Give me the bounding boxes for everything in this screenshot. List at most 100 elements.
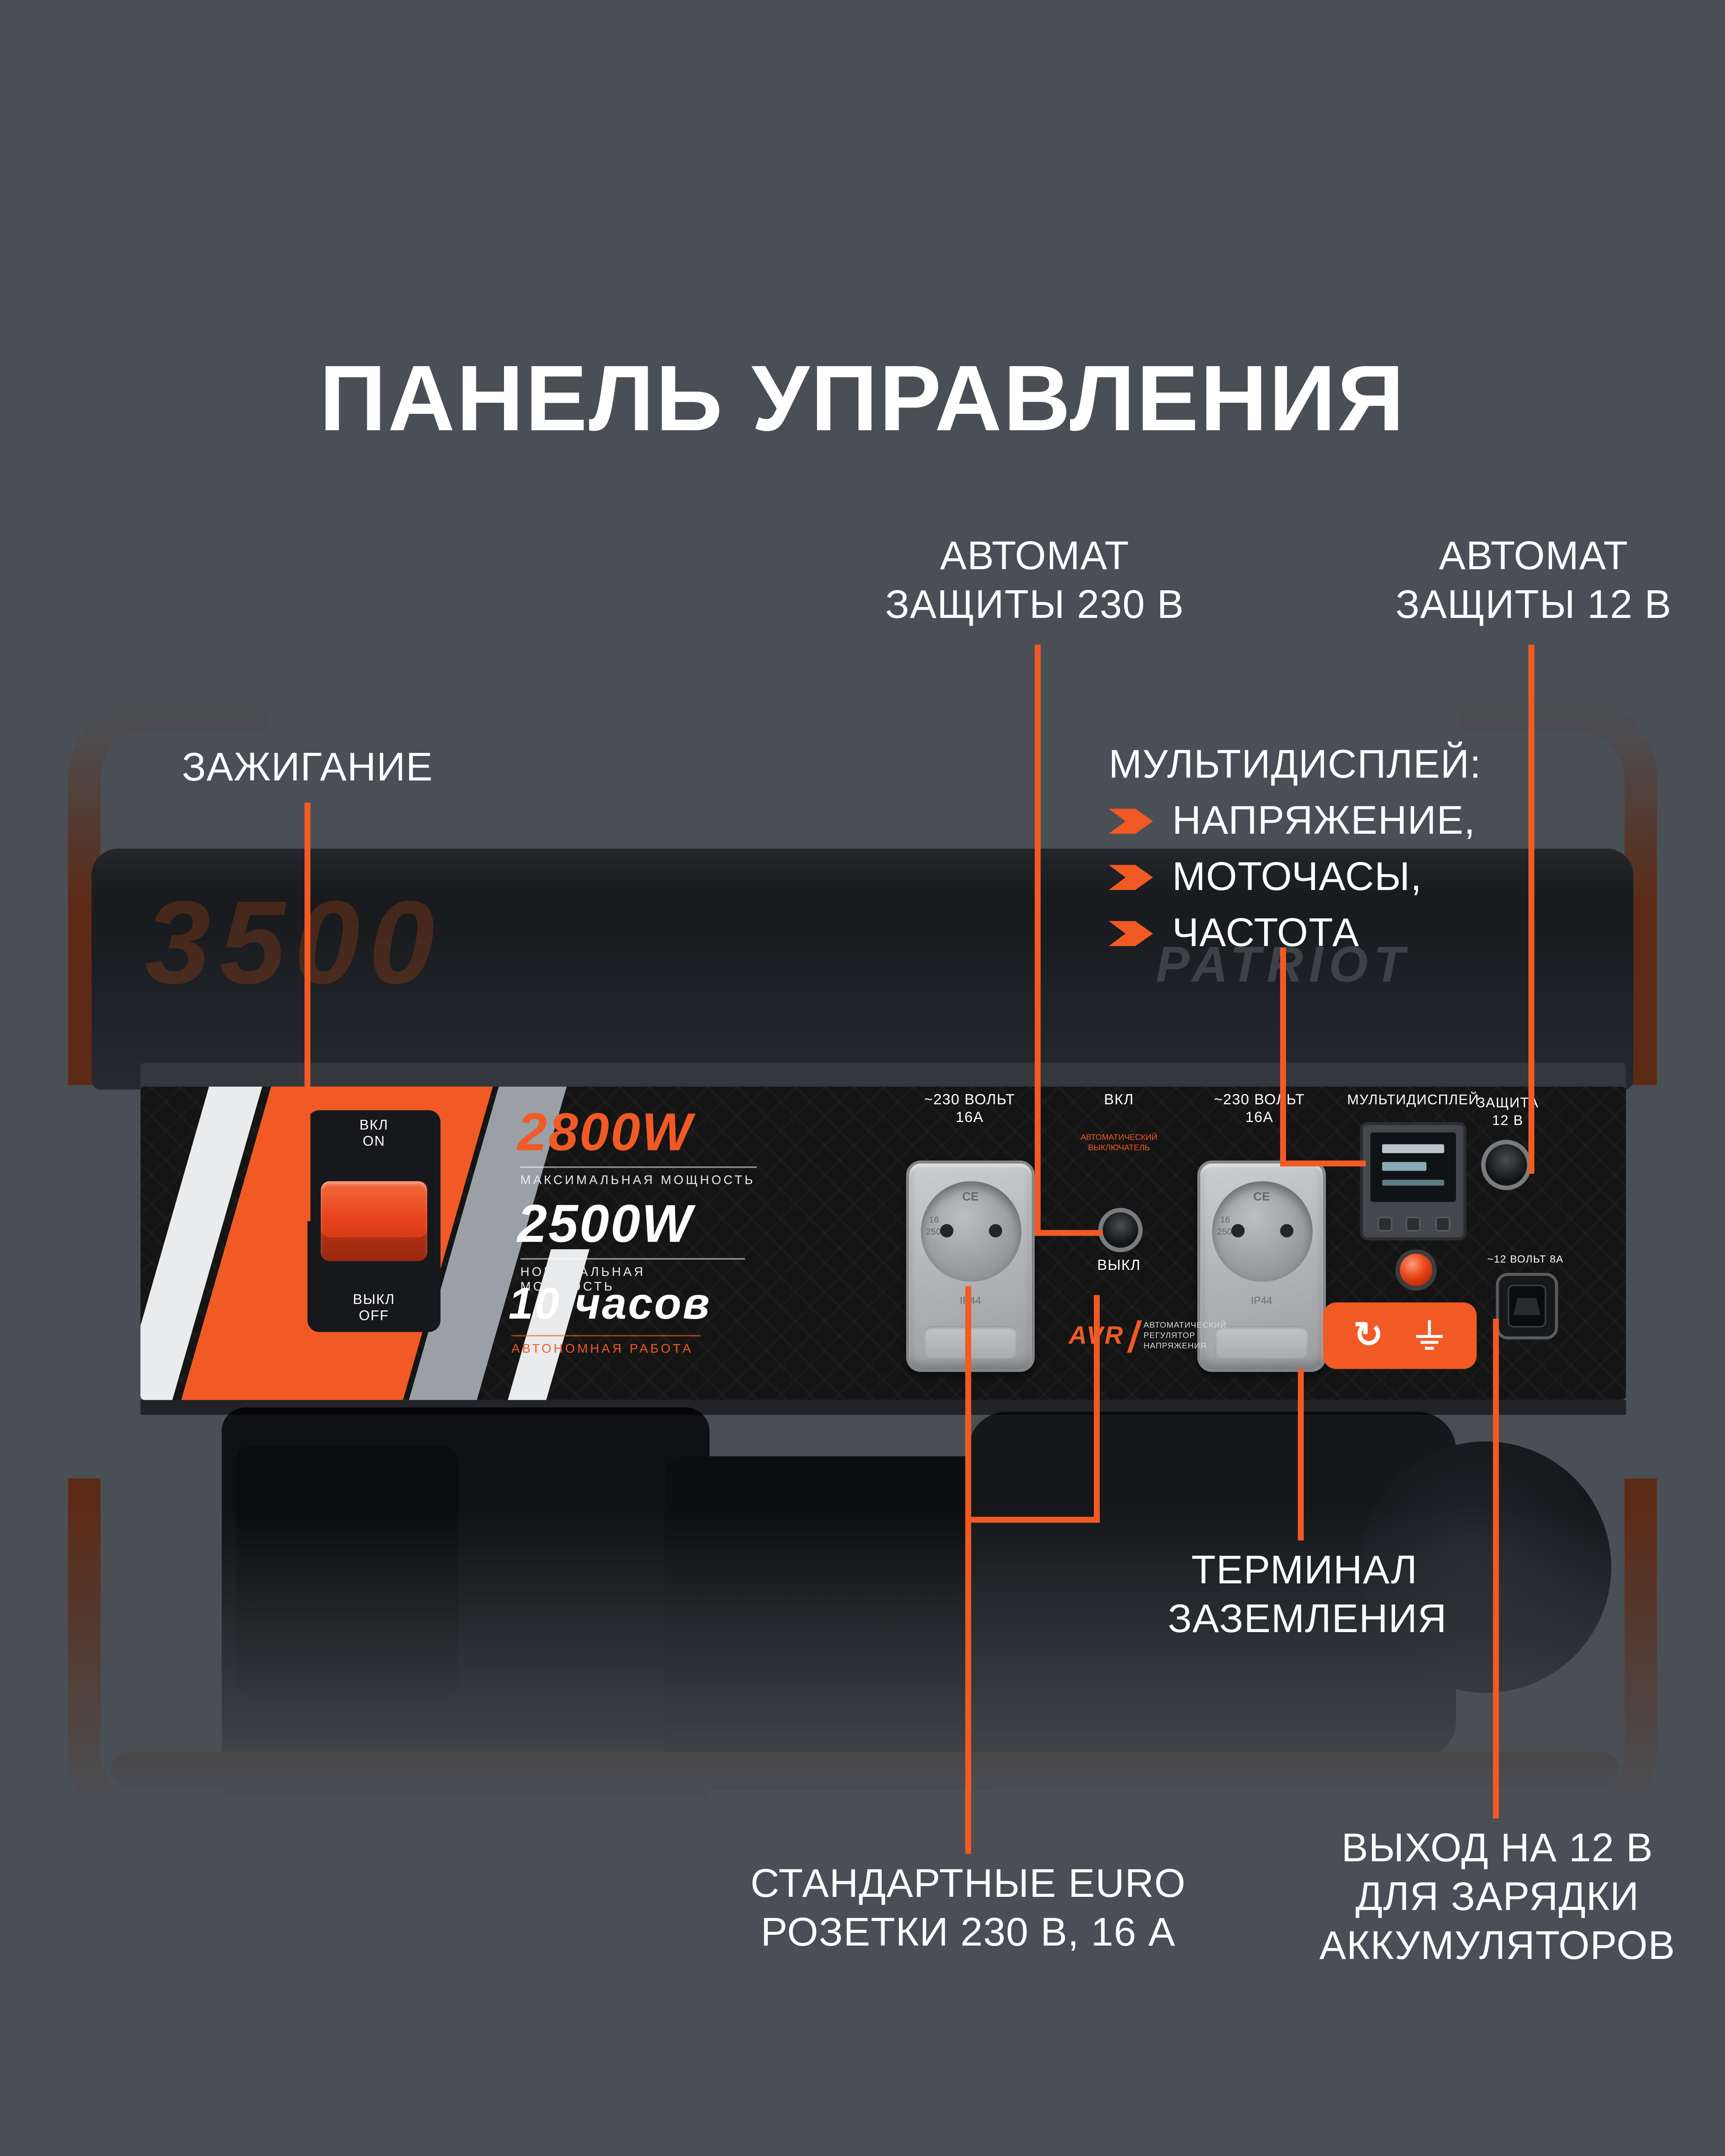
callout-line-dc-output [1493,1319,1499,1819]
rated-power-value: 2500W [517,1193,694,1254]
avr-line1: АВТОМАТИЧЕСКИЙ [1143,1321,1227,1330]
callout-line-multidisplay [1280,947,1286,1167]
runtime-label: АВТОНОМНАЯ РАБОТА [511,1335,701,1356]
display-readout [1370,1132,1456,1202]
ground-symbol-bar3 [1425,1346,1434,1349]
callout-dc-line1: ВЫХОД НА 12 В [1341,1826,1653,1871]
ground-symbol-bar2 [1421,1340,1439,1343]
callout-breaker230-line2: ЗАЩИТЫ 230 В [885,582,1184,627]
ignition-on-en: ON [363,1134,385,1150]
callout-ground-line1: ТЕРМИНАЛ [1191,1548,1418,1592]
callout-line-sockets-right [1094,1295,1100,1523]
socket-amp-mark: 16 [929,1216,939,1226]
ground-symbol-icon [1414,1319,1446,1352]
callout-line-breaker230 [1034,644,1041,1236]
avr-description: АВТОМАТИЧЕСКИЙ РЕГУЛЯТОР НАПРЯЖЕНИЯ [1143,1321,1226,1352]
ce-mark: CE [1253,1190,1270,1203]
rotation-arrow-icon: ↻ [1353,1315,1384,1355]
max-power-value: 2800W [517,1101,694,1162]
socket-amp-mark: 16 [1220,1216,1230,1226]
ignition-on-ru: ВКЛ [359,1117,388,1134]
indicator-lamp [1395,1249,1437,1291]
ignition-on-label: ВКЛ ON [307,1118,441,1150]
breaker230-on-label: ВКЛ [1104,1092,1134,1109]
callout-ground-line2: ЗАЗЕМЛЕНИЯ [1168,1596,1447,1641]
ignition-rocker-switch [320,1181,427,1261]
breaker230-auto-line2: ВЫКЛЮЧАТЕЛЬ [1088,1144,1150,1153]
callout-line-sockets [965,1286,971,1854]
socket2-volt-label: ~230 ВОЛЬТ [1214,1092,1305,1109]
breaker12-button [1481,1140,1531,1190]
ignition-off-label: ВЫКЛ OFF [307,1292,441,1325]
protection12-line2: 12 В [1492,1113,1524,1130]
socket-base [1215,1326,1309,1359]
callout-multidisplay-row: ЧАСТОТА [1108,909,1537,958]
callout-multidisplay-row: НАПРЯЖЕНИЕ, [1108,797,1537,846]
breaker230-off-label: ВЫКЛ [1097,1258,1141,1275]
ignition-off-en: OFF [359,1308,389,1325]
breaker230-auto-label: АВТОМАТИЧЕСКИЙ ВЫКЛЮЧАТЕЛЬ [1045,1134,1193,1155]
callout-breaker230-line1: АВТОМАТ [940,533,1130,578]
callout-line-sockets-joint [965,1517,1100,1523]
callout-multidisplay-item: НАПРЯЖЕНИЕ, [1172,798,1476,843]
socket1-label: ~230 ВОЛЬТ 16А [829,1093,1110,1128]
max-power-label: МАКСИМАЛЬНАЯ МОЩНОСТЬ [520,1166,757,1187]
runtime-value: 10 часов [508,1280,711,1329]
ground-terminal-box: ↻ [1323,1302,1477,1369]
display-segment [1382,1179,1444,1186]
callout-line-multidisplay-foot [1280,1160,1366,1167]
callout-multidisplay-item: МОТОЧАСЫ, [1172,854,1422,899]
dc12-label: ~12 ВОЛЬТ 8А [1487,1255,1564,1266]
protection12-line1: ЗАЩИТА [1476,1095,1539,1112]
ignition-off-ru: ВЫКЛ [353,1292,395,1309]
avr-line2: РЕГУЛЯТОР [1143,1331,1196,1340]
socket-ip-rating: IP44 [1251,1296,1272,1307]
control-panel: ВКЛ ON ВЫКЛ OFF 2800W МАКСИМАЛЬНАЯ МОЩНО… [140,1086,1626,1400]
socket-hole-left [939,1224,953,1238]
socket-hole-right [1279,1224,1293,1238]
socket2-label: ~230 ВОЛЬТ 16А [1119,1093,1399,1128]
top-fade-overlay [0,665,1725,902]
arrow-bullet-icon [1108,808,1153,834]
ground-symbol-bar1 [1416,1334,1443,1338]
ground-symbol-stem [1428,1319,1432,1335]
avr-slash-icon [1126,1320,1142,1353]
ce-mark: CE [962,1190,979,1203]
callout-sockets-line1: СТАНДАРТНЫЕ EURO [750,1861,1186,1906]
callout-dc-output: ВЫХОД НА 12 В ДЛЯ ЗАРЯДКИ АККУМУЛЯТОРОВ [1298,1824,1697,1971]
socket-hole-left [1230,1224,1244,1238]
callout-sockets-line2: РОЗЕТКИ 230 В, 16 А [761,1910,1176,1955]
callout-multidisplay-title: МУЛЬТИДИСПЛЕЙ: [1108,742,1482,787]
callout-breaker12-line2: ЗАЩИТЫ 12 В [1395,582,1672,627]
callout-multidisplay: МУЛЬТИДИСПЛЕЙ: НАПРЯЖЕНИЕ, МОТОЧАСЫ, ЧАС… [1108,739,1537,958]
callout-ground-terminal: ТЕРМИНАЛ ЗАЗЕМЛЕНИЯ [1168,1546,1446,1644]
socket1-volt-label: ~230 ВОЛЬТ [924,1092,1015,1109]
panel-shadow [140,1400,1626,1415]
callout-line-breaker230-foot [1034,1230,1103,1236]
multidisplay-screen [1360,1122,1467,1241]
dc12-socket-slot [1513,1297,1540,1315]
display-segment [1382,1162,1427,1171]
callout-multidisplay-row: МОТОЧАСЫ, [1108,853,1537,902]
euro-socket-230v-right: CE 16 250 IP44 [1197,1160,1326,1372]
bottom-fade-overlay [0,1508,1725,1841]
display-segment [1382,1144,1444,1153]
display-buttons [1363,1216,1463,1232]
display-button [1377,1216,1392,1232]
socket-volt-mark: 250 [1217,1228,1232,1238]
rated-power-label: НОМИНАЛЬНАЯ МОЩНОСТЬ [520,1258,745,1294]
callout-euro-sockets: СТАНДАРТНЫЕ EURO РОЗЕТКИ 230 В, 16 А [702,1860,1234,1957]
ignition-switch-plate: ВКЛ ON ВЫКЛ OFF [307,1110,441,1332]
socket2-amp-label: 16А [1245,1110,1274,1127]
socket-recess: CE 16 250 [1211,1181,1312,1282]
display-button [1434,1216,1450,1232]
breaker230-auto-line1: АВТОМАТИЧЕСКИЙ [1080,1134,1158,1143]
panel-top-trim [140,1063,1626,1088]
arrow-bullet-icon [1108,865,1153,890]
display-button [1406,1216,1421,1232]
socket-volt-mark: 250 [926,1228,941,1238]
socket-hole-right [988,1224,1002,1238]
callout-line-ground [1298,1369,1304,1541]
page-title: ПАНЕЛЬ УПРАВЛЕНИЯ [319,347,1406,451]
